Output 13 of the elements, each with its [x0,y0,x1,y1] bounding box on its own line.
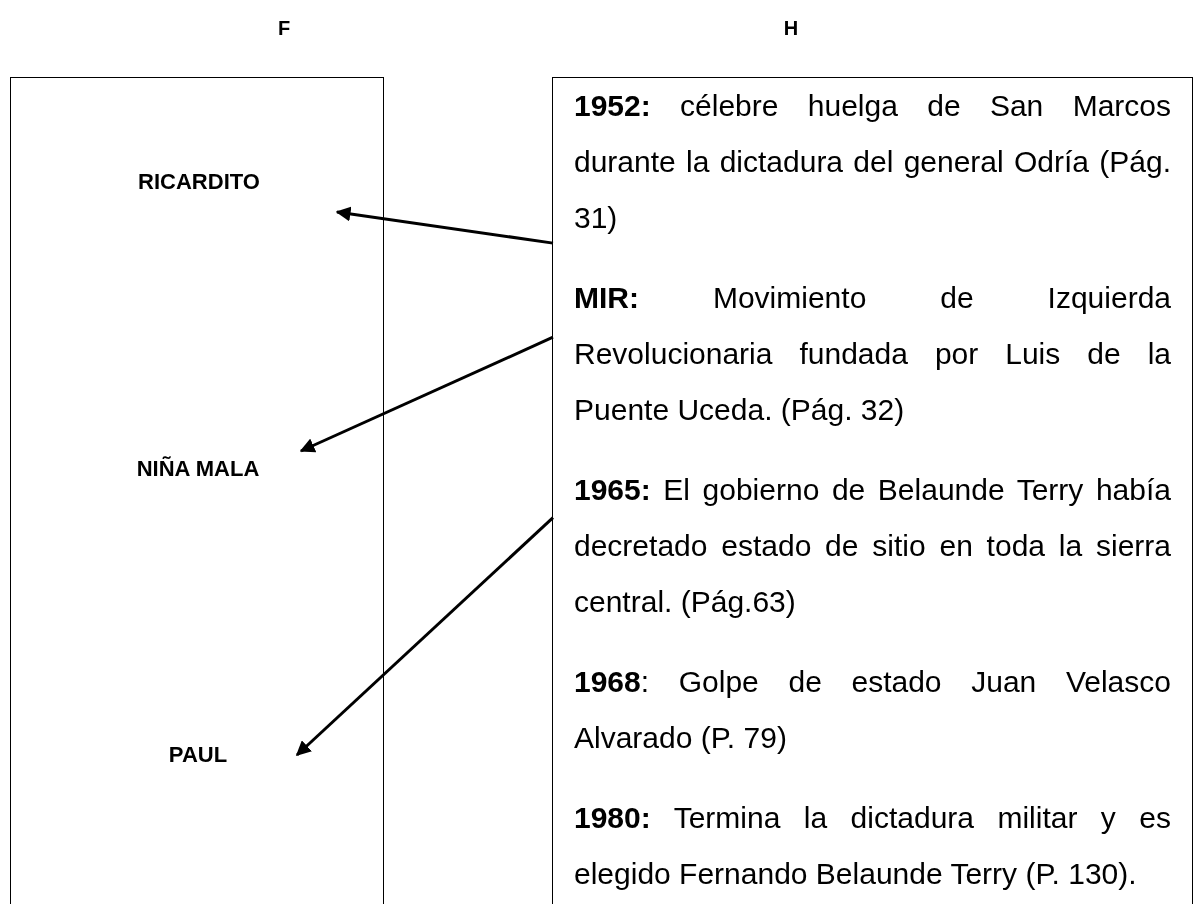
column-heading: H [783,16,799,40]
character-name: PAUL [168,742,228,768]
timeline-entry: 1965: El gobierno de Belaunde Terry había decretado estado de sitio en toda la sierra central. (Pág.63) [574,472,1171,620]
character-name: NIÑA MALA [136,456,260,482]
arrow [299,335,554,453]
timeline-entry: 1968: Golpe de estado Juan Velasco Alvarado (P. 79) [574,664,1171,756]
timeline-entry: MIR: Movimiento de Izquierda Revolucionaria fundada por Luis de la Puente Uceda. (Pág. 32) [574,280,1171,428]
arrow [335,206,554,245]
arrow [295,516,555,757]
timeline-entry: 1952: célebre huelga de San Marcos durante la dictadura del general Odría (Pág. 31) [574,88,1171,236]
timeline-entry: 1980: Termina la dictadura militar y es elegido Fernando Belaunde Terry (P. 130). [574,800,1171,892]
column-heading: F [277,16,291,40]
character-name: RICARDITO [138,168,260,195]
